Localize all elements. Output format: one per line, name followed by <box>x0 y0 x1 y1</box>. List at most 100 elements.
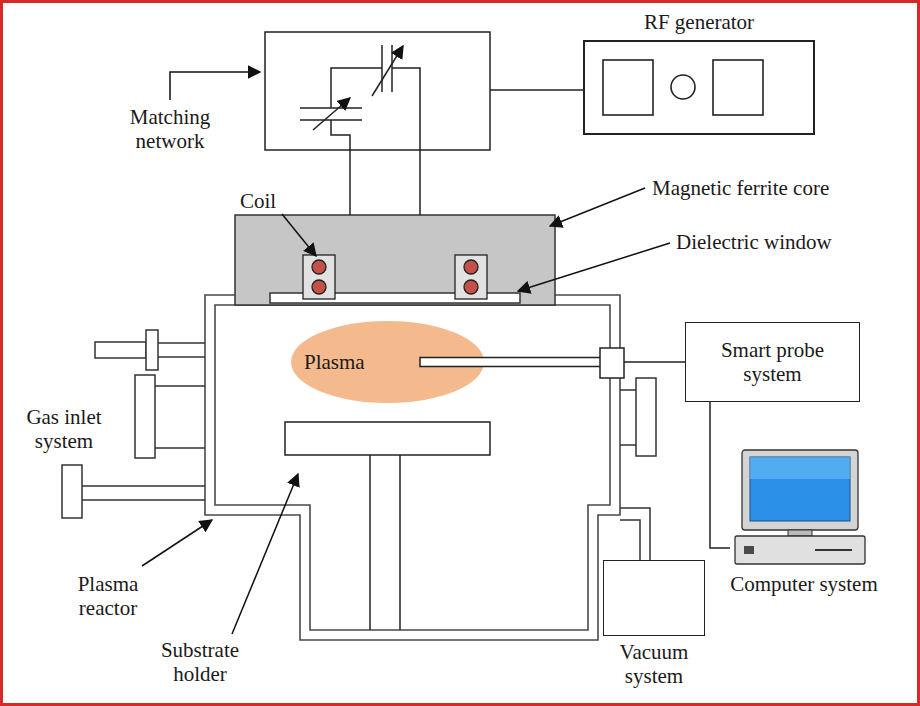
ferrite-core-part <box>235 215 555 305</box>
leader-arrow-part <box>142 520 212 566</box>
rf-feed-line <box>350 90 583 215</box>
coil-winding-part <box>303 255 335 299</box>
part-label: Substrate holder <box>138 638 262 686</box>
text-holder: Computer system <box>730 566 878 596</box>
probe-rod-part <box>485 358 600 367</box>
process-box: Smart probe system <box>685 322 860 402</box>
plasma-label: Plasma <box>304 350 365 374</box>
rf-panel-symbol <box>585 42 805 133</box>
matching-network-box-part <box>313 98 350 130</box>
coil-winding-part <box>312 260 326 274</box>
rf-feed-line-part <box>419 150 421 215</box>
probe-rod-part <box>600 348 624 378</box>
side-port-part <box>620 389 636 391</box>
vacuum-pump-body <box>603 560 705 636</box>
gas-inlet-port-part <box>95 342 146 358</box>
coil-winding-part <box>464 280 478 294</box>
leader-arrow <box>142 72 670 634</box>
part-label: Dielectric window <box>676 230 832 254</box>
rf-feed-line-part <box>349 150 351 215</box>
drive-slot <box>815 549 852 551</box>
node-label: Vacuum system <box>603 640 705 688</box>
gas-inlet-port-part <box>155 447 205 449</box>
panel-square <box>603 60 653 115</box>
substrate-holder-part <box>399 455 401 630</box>
coil-winding <box>303 255 487 299</box>
matching-network-box-part <box>392 68 420 150</box>
gas-inlet-port-part <box>155 385 205 387</box>
gas-inlet-port-part <box>82 499 205 501</box>
vacuum-pump-box: Vacuum system <box>603 560 705 688</box>
monitor-screen <box>750 457 850 521</box>
part-label: Matching network <box>105 105 235 153</box>
substrate-holder <box>285 422 490 630</box>
leader-arrow-part <box>550 188 645 226</box>
part-label: Plasma reactor <box>55 572 161 620</box>
panel-square <box>713 60 763 115</box>
matching-network-box <box>265 32 490 150</box>
coil-winding-part <box>312 280 326 294</box>
side-port <box>620 378 656 456</box>
gas-inlet-port-part <box>135 375 155 458</box>
side-port-part <box>636 378 656 456</box>
coil-winding-part <box>455 255 487 299</box>
probe-tip <box>420 358 485 367</box>
text-holder: RF generator <box>583 10 815 40</box>
computer-icon: Computer system <box>730 448 878 596</box>
rf-generator: RF generator <box>583 10 815 135</box>
power-button <box>744 546 754 554</box>
matching-network-box-part <box>372 46 403 96</box>
part-label: Magnetic ferrite core <box>652 176 829 200</box>
vacuum-line <box>620 508 650 560</box>
coil-winding-part <box>464 260 478 274</box>
matching-network-box-part <box>331 120 350 150</box>
chamber-wall-part <box>205 295 620 640</box>
substrate-holder-part <box>369 455 371 630</box>
text-holder: Vacuum system <box>603 636 705 688</box>
matching-network-box-part <box>265 32 490 150</box>
chamber-wall-part <box>215 305 610 630</box>
matching-network-box-part <box>331 68 382 108</box>
monitor-stand <box>788 530 812 536</box>
computer-icon-part <box>735 450 865 564</box>
part-label: Coil <box>240 189 276 213</box>
panel-knob <box>671 75 695 99</box>
connector-line <box>710 402 730 548</box>
gas-inlet-port-part <box>62 465 82 518</box>
rf-feed-line-part <box>490 89 583 91</box>
text-holder: Plasma <box>304 350 365 374</box>
gas-inlet-port-part <box>146 330 158 370</box>
leader-arrow-part <box>232 474 298 634</box>
computer-case <box>735 536 865 564</box>
leader-arrow-part <box>518 243 670 291</box>
probe-rod <box>485 348 624 378</box>
vacuum-line-part <box>620 508 650 560</box>
screen-shine <box>750 457 850 479</box>
gas-inlet-port-part <box>82 485 205 487</box>
node-label: RF generator <box>583 10 815 34</box>
plasma-glow <box>291 321 484 403</box>
gas-inlet-port-part <box>158 342 205 344</box>
node-label: Smart probe system <box>704 338 841 386</box>
monitor-frame <box>742 450 858 530</box>
matching-network-box-part <box>381 45 383 92</box>
leader-arrow-part <box>282 214 316 256</box>
plasma-region: Plasma <box>290 320 485 404</box>
computer-icon-art <box>730 448 870 566</box>
probe-rod-part <box>485 358 600 367</box>
chamber-wall <box>205 295 620 640</box>
ferrite-core <box>235 215 555 305</box>
side-port-part <box>620 444 636 446</box>
text-holder: Smart probe system <box>704 338 841 386</box>
node-label: Computer system <box>730 572 878 596</box>
substrate-holder-part <box>285 422 490 455</box>
gas-inlet-port-part <box>158 356 205 358</box>
leader-arrow-part <box>170 72 260 100</box>
probe-tip <box>420 358 485 367</box>
vacuum-line-part <box>620 520 640 560</box>
part-label: Gas inlet system <box>10 405 118 453</box>
rf-generator-body <box>583 40 815 135</box>
